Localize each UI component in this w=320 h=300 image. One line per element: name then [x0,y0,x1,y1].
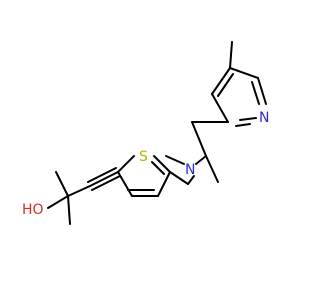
bond-thiophene-ch2 [169,171,189,185]
atom-pyridine-nitrogen: N [259,110,269,126]
thiophene-ring [117,155,171,197]
bond-methyl-upper [55,171,69,197]
triple-bond [87,167,121,191]
atom-oxygen: HO [22,202,44,218]
bond-ch-ch2 [191,121,207,157]
molecule-structure: HO S N N [22,41,269,225]
atom-sulfur: S [139,149,148,165]
bond-c-alkyne [67,185,91,197]
bond-n-ch [195,155,207,165]
bond-ch-methyl [205,155,219,183]
bond-oh [47,195,69,209]
bond-ch2-n [187,175,195,185]
atom-amine-nitrogen: N [185,162,195,178]
pyridine-ring [211,67,267,127]
bond-n-methyl [165,155,185,165]
bond-methyl-lower [67,195,71,225]
molecule-canvas: HO S N N [22,41,269,225]
bond-pyridine-methyl [229,41,233,69]
